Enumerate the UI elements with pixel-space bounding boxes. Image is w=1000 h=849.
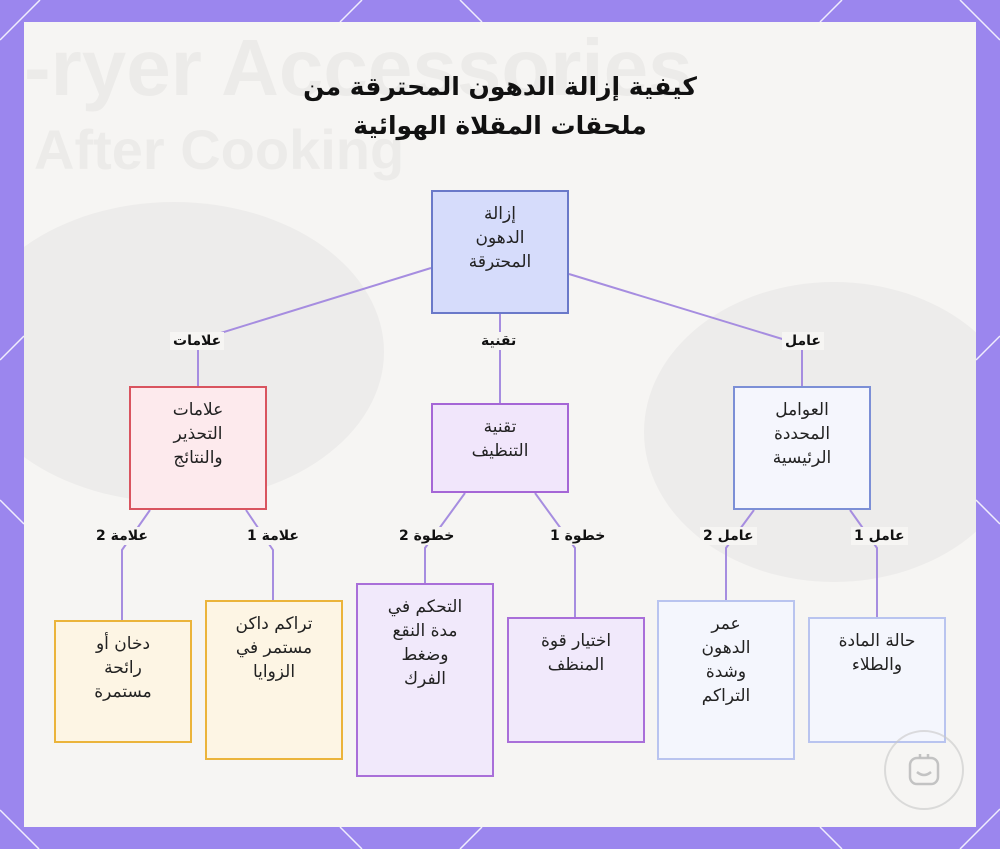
edge-label-factors: عامل (782, 332, 824, 350)
robot-face-icon (884, 730, 964, 810)
edge-label-sign1: علامة 1 (244, 527, 302, 545)
factors-node-label: العوامل المحددة الرئيسية (772, 400, 832, 468)
edge-label-factor2: عامل 2 (700, 527, 757, 545)
edge-label-step2: خطوة 2 (396, 527, 458, 545)
edge-root-warnings (197, 267, 432, 386)
factor1-node-label: حالة المادة والطلاء (838, 631, 916, 675)
sign1-node-label: تراكم داكن مستمر في الزوايا (235, 614, 313, 682)
root-node-label: إزالة الدهون المحترقة (468, 204, 532, 272)
sign1-node: تراكم داكن مستمر في الزوايا (205, 600, 343, 760)
factor1-node: حالة المادة والطلاء (808, 617, 946, 743)
factors-node: العوامل المحددة الرئيسية (733, 386, 871, 510)
factor2-node-label: عمر الدهون وشدة التراكم (701, 614, 751, 706)
edge-factors-factor1 (849, 509, 878, 617)
diagram-title-line2: ملحقات المقلاة الهوائية (353, 111, 647, 140)
sign2-node: دخان أو رائحة مستمرة (54, 620, 192, 743)
step2-node-label: التحكم في مدة النقع وضغط الفرك (387, 597, 463, 689)
step1-node: اختيار قوة المنظف (507, 617, 645, 743)
edge-label-step1: خطوة 1 (547, 527, 609, 545)
edge-technique-step1 (534, 492, 576, 617)
background-text-line2: After Cooking (34, 118, 405, 181)
factor2-node: عمر الدهون وشدة التراكم (657, 600, 795, 760)
edge-warnings-sign2 (121, 509, 151, 620)
sign2-node-label: دخان أو رائحة مستمرة (94, 634, 152, 702)
edge-label-factor1: عامل 1 (851, 527, 908, 545)
edge-warnings-sign1 (245, 509, 274, 600)
edge-label-sign2: علامة 2 (93, 527, 151, 545)
warnings-node: علامات التحذير والنتائج (129, 386, 267, 510)
edge-root-factors (568, 273, 803, 386)
step1-node-label: اختيار قوة المنظف (540, 631, 612, 675)
background-text-line1: -ryer Accessories (24, 23, 693, 112)
edge-label-technique: تقنية (478, 332, 520, 350)
edge-factors-factor2 (725, 509, 755, 600)
technique-node-label: تقنية التنظيف (471, 417, 529, 461)
diagram-title-line1: كيفية إزالة الدهون المحترقة من (303, 72, 697, 101)
root-node: إزالة الدهون المحترقة (431, 190, 569, 314)
warnings-node-label: علامات التحذير والنتائج (172, 400, 224, 468)
step2-node: التحكم في مدة النقع وضغط الفرك (356, 583, 494, 777)
edge-label-warnings: علامات (170, 332, 225, 350)
technique-node: تقنية التنظيف (431, 403, 569, 493)
edge-technique-step2 (424, 492, 466, 583)
